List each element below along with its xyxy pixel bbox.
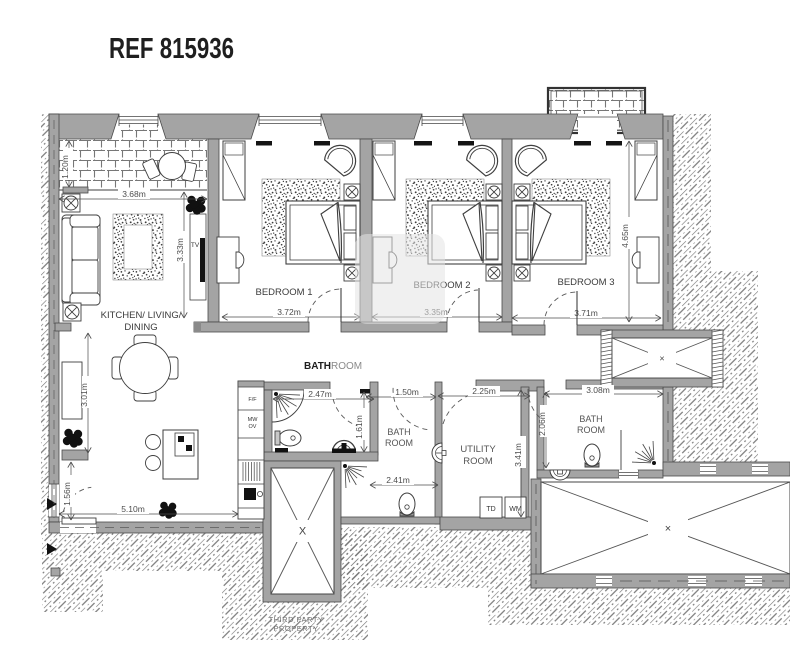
svg-text:UTILITY: UTILITY bbox=[460, 444, 496, 455]
svg-text:BATH: BATH bbox=[579, 414, 602, 424]
svg-text:BATH: BATH bbox=[387, 427, 410, 437]
svg-text:3.33m: 3.33m bbox=[175, 238, 185, 262]
svg-text:4.65m: 4.65m bbox=[620, 224, 630, 248]
svg-text:2.06m: 2.06m bbox=[537, 412, 547, 436]
svg-text:3.68m: 3.68m bbox=[122, 189, 146, 199]
svg-text:2.41m: 2.41m bbox=[386, 475, 410, 485]
svg-text:BATHROOM: BATHROOM bbox=[304, 361, 362, 372]
svg-text:BEDROOM 3: BEDROOM 3 bbox=[557, 277, 614, 288]
svg-text:TD: TD bbox=[486, 506, 495, 513]
svg-text:OV: OV bbox=[249, 424, 257, 430]
svg-text:1.56m: 1.56m bbox=[62, 482, 72, 506]
svg-text:3.01m: 3.01m bbox=[79, 383, 89, 407]
svg-text:1.61m: 1.61m bbox=[354, 415, 364, 439]
svg-text:THIRD PARTY: THIRD PARTY bbox=[269, 615, 324, 624]
svg-text:2.25m: 2.25m bbox=[472, 386, 496, 396]
svg-text:×: × bbox=[665, 523, 671, 535]
svg-text:2.47m: 2.47m bbox=[308, 389, 332, 399]
svg-text:5.10m: 5.10m bbox=[121, 504, 145, 514]
svg-text:PROPERTY: PROPERTY bbox=[273, 624, 318, 633]
svg-text:BEDROOM 1: BEDROOM 1 bbox=[255, 287, 312, 298]
svg-text:TV: TV bbox=[191, 242, 200, 249]
svg-text:ROOM: ROOM bbox=[385, 438, 413, 448]
svg-text:3.72m: 3.72m bbox=[277, 307, 301, 317]
svg-text:WM: WM bbox=[509, 506, 522, 513]
svg-text:DINING: DINING bbox=[124, 322, 157, 333]
svg-text:1.50m: 1.50m bbox=[395, 387, 419, 397]
svg-text:ROOM: ROOM bbox=[577, 425, 605, 435]
svg-text:3.08m: 3.08m bbox=[586, 385, 610, 395]
svg-text:KITCHEN/ LIVING/: KITCHEN/ LIVING/ bbox=[101, 310, 182, 321]
svg-text:X: X bbox=[299, 526, 307, 538]
svg-text:1.20m: 1.20m bbox=[60, 155, 70, 179]
svg-text:×: × bbox=[659, 354, 664, 364]
svg-text:MW: MW bbox=[248, 417, 259, 423]
svg-text:REF 815936: REF 815936 bbox=[109, 33, 234, 65]
svg-text:3.71m: 3.71m bbox=[574, 308, 598, 318]
svg-text:3.41m: 3.41m bbox=[513, 443, 523, 467]
svg-text:F/F: F/F bbox=[248, 397, 257, 403]
svg-text:ROOM: ROOM bbox=[463, 456, 493, 467]
